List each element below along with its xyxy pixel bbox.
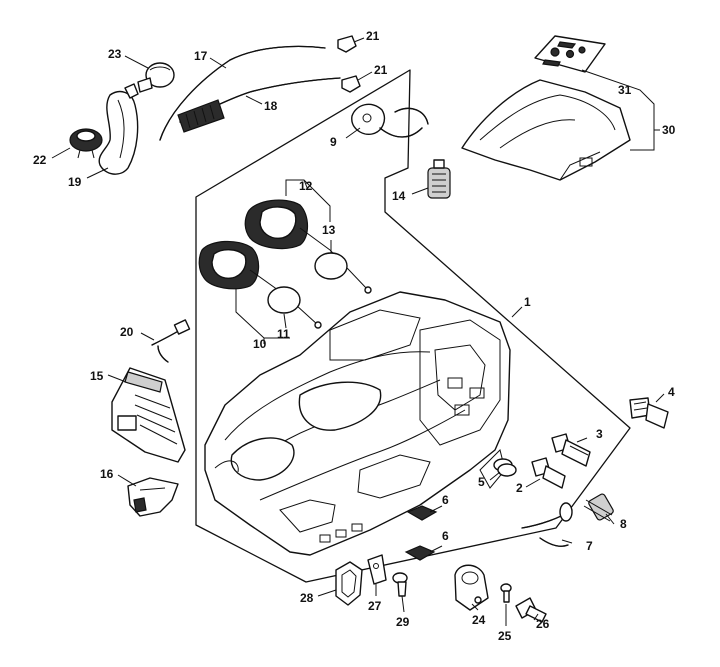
top-cover-30 <box>461 79 631 181</box>
bracket-19 <box>98 83 139 175</box>
valve-assembly-10 <box>198 240 322 329</box>
callout-21-top: 21 <box>366 29 380 43</box>
callout-17: 17 <box>194 49 208 63</box>
cover-24 <box>454 564 489 611</box>
callout-7: 7 <box>586 539 593 553</box>
callout-5: 5 <box>478 475 485 489</box>
screw-29 <box>392 572 408 597</box>
callout-2: 2 <box>516 481 523 495</box>
bolt-26 <box>515 597 547 623</box>
callout-19: 19 <box>68 175 82 189</box>
callout-31: 31 <box>618 83 632 97</box>
hose-connector-21-top <box>337 35 357 53</box>
callout-15: 15 <box>90 369 104 383</box>
fuel-filter-14 <box>427 159 451 199</box>
callout-22: 22 <box>33 153 47 167</box>
leader-lines <box>51 37 665 626</box>
callout-20: 20 <box>120 325 134 339</box>
main-housing-part <box>204 291 511 556</box>
hose-20 <box>151 319 191 363</box>
callout-27: 27 <box>368 599 382 613</box>
decal-31 <box>534 35 606 73</box>
callout-6-upper: 6 <box>442 493 449 507</box>
grommet-22 <box>69 128 103 159</box>
callout-labels: 1 2 3 4 5 6 6 7 8 9 10 11 12 13 14 15 16… <box>33 29 676 643</box>
stud-2 <box>531 457 566 489</box>
callout-11: 11 <box>277 327 290 341</box>
hose-18 <box>177 77 341 133</box>
callout-4: 4 <box>668 385 675 399</box>
hose-connector-21-lower <box>341 75 361 93</box>
baffle-15 <box>111 367 186 463</box>
pad-6-upper <box>406 505 438 521</box>
pad-6-lower <box>404 545 436 561</box>
support-16 <box>127 477 179 517</box>
hose-17 <box>159 45 326 141</box>
o-ring-11 <box>267 286 301 314</box>
callout-8: 8 <box>620 517 627 531</box>
callout-13: 13 <box>322 223 336 237</box>
spring-8 <box>583 493 614 522</box>
plate-27 <box>367 554 387 585</box>
screw-25 <box>500 583 512 603</box>
callout-21-lower: 21 <box>374 63 388 77</box>
intake-manifold-9 <box>351 103 429 138</box>
callout-9: 9 <box>330 135 337 149</box>
o-ring-13 <box>314 252 348 280</box>
stud-3 <box>551 433 591 467</box>
callout-6-lower: 6 <box>442 529 449 543</box>
callout-14: 14 <box>392 189 406 203</box>
valve-assembly-12 <box>244 199 372 294</box>
sleeve-5 <box>493 458 517 477</box>
assembly-boundary-line <box>195 69 631 583</box>
tube-7 <box>521 502 573 547</box>
callout-12: 12 <box>299 179 313 193</box>
callout-23: 23 <box>108 47 122 61</box>
callout-25: 25 <box>498 629 512 643</box>
callout-24: 24 <box>472 613 486 627</box>
primer-bulb-23 <box>137 62 175 93</box>
callout-29: 29 <box>396 615 410 629</box>
callout-28: 28 <box>300 591 314 605</box>
callout-16: 16 <box>100 467 114 481</box>
callout-1: 1 <box>524 295 531 309</box>
bolt-4 <box>629 397 669 429</box>
callout-10: 10 <box>253 337 267 351</box>
callout-18: 18 <box>264 99 278 113</box>
callout-3: 3 <box>596 427 603 441</box>
callout-30: 30 <box>662 123 676 137</box>
gasket-28 <box>335 561 363 606</box>
callout-26: 26 <box>536 617 550 631</box>
